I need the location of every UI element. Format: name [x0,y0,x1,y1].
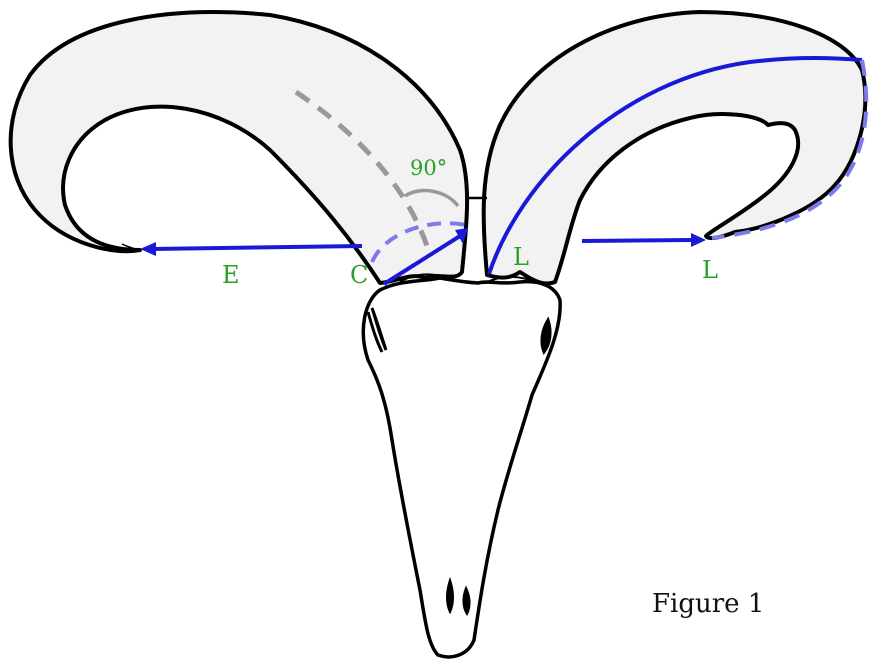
left-nostril [446,576,454,615]
left-horn [8,10,470,285]
c-measure-line [382,234,462,286]
l-curve-line [487,56,863,275]
skull-base-detail [399,273,541,284]
right-nostril [462,585,471,616]
l-label-tip: L [702,256,718,284]
e-measure-line [151,244,363,251]
l-tip-arrowhead [691,233,706,247]
c-arrowhead [455,228,468,244]
e-arrowhead [140,242,156,256]
right-horn [481,10,868,286]
horn-axis-guide [294,89,433,256]
c-dashed-arc [370,221,467,263]
l-tip-line [581,238,693,243]
c-label: C [350,261,368,289]
l-dashed-tip [711,59,869,240]
skull-outline [361,276,562,659]
figure-caption: Figure 1 [652,589,764,619]
left-eye-socket [366,307,388,353]
right-eye-socket [540,316,552,356]
angle-label: 90° [410,156,447,180]
left-horn-tip-notch [121,243,141,251]
right-angle-arc [404,188,460,208]
l-label-base: L [513,243,529,271]
e-label: E [222,261,240,289]
